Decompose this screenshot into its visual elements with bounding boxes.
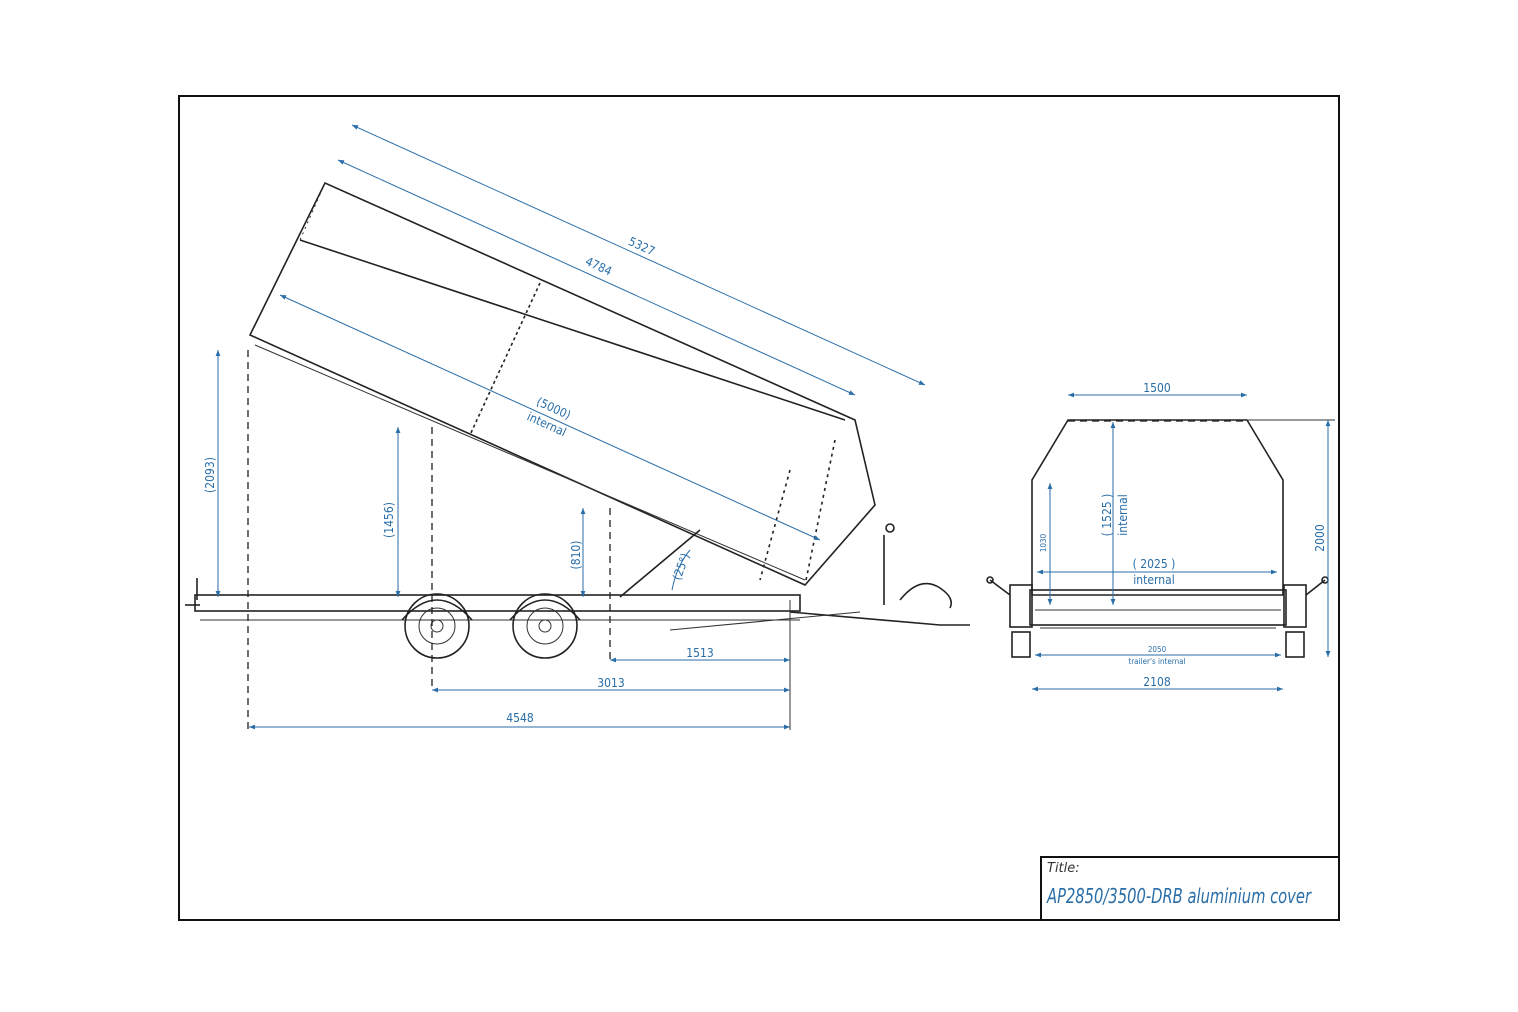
dim-side-height: 1030 — [1039, 533, 1048, 552]
dim-tilt-angle: (25°) — [670, 551, 693, 582]
dim-internal-width: ( 2025 ) — [1133, 557, 1176, 571]
title-label: Title: — [1047, 861, 1080, 876]
dim-internal-width-note: internal — [1133, 573, 1174, 587]
title-block: Title: AP2850/3500-DRB aluminium cover — [1040, 856, 1340, 921]
chassis — [185, 523, 970, 631]
dim-4548: 4548 — [506, 711, 534, 725]
side-view: 5327 4784 (5000) internal (2093) (1456) … — [185, 124, 970, 730]
dim-front-height: (810) — [569, 540, 583, 569]
dim-trailer-internal-width: 2050 — [1148, 645, 1167, 654]
dim-3013: 3013 — [597, 676, 624, 690]
dim-total-height: 2000 — [1313, 524, 1327, 552]
dim-overall-width: 2108 — [1143, 675, 1171, 689]
tipped-body — [248, 181, 876, 598]
wheel-front — [512, 593, 578, 659]
dim-internal-height: ( 1525 ) — [1100, 494, 1114, 537]
dim-5327: 5327 — [626, 234, 657, 258]
dim-mid-height: (1456) — [382, 502, 396, 538]
drawing-title: AP2850/3500-DRB aluminium cover — [1046, 884, 1313, 908]
dim-top-width: 1500 — [1143, 381, 1171, 395]
dim-1513: 1513 — [686, 646, 713, 660]
drawing-border — [178, 95, 1340, 921]
dim-rear-height: (2093) — [203, 457, 217, 493]
rear-view: 1500 2000 1030 ( 1525 ) internal ( 2025 … — [986, 381, 1335, 692]
wheel-rear — [404, 593, 470, 659]
dim-4784: 4784 — [583, 254, 614, 278]
dim-internal-height-note: internal — [1116, 494, 1130, 535]
dim-trailer-internal-note: trailer's internal — [1128, 657, 1185, 666]
